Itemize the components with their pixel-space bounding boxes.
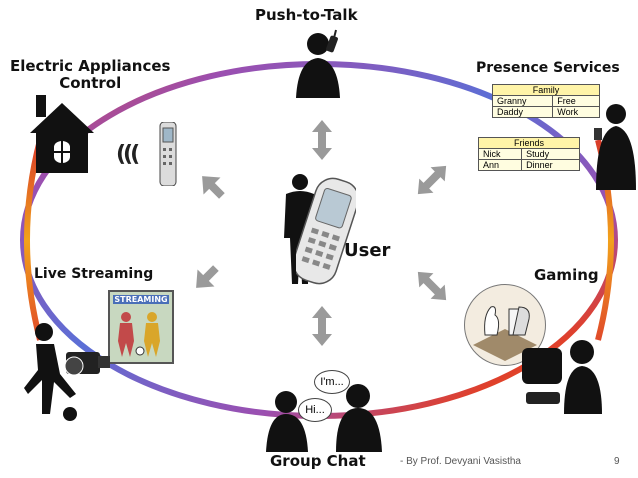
- chat-bubble-left: Hi...: [298, 398, 332, 422]
- arrow-downright-double: [410, 264, 454, 308]
- electric-appliances-label: Electric Appliances Control: [10, 58, 170, 92]
- chess-circle: [464, 284, 546, 366]
- page-number: 9: [614, 456, 620, 467]
- live-streaming-player-camera-icon: [24, 323, 110, 421]
- arrow-downleft: [187, 259, 225, 297]
- presence-woman-icon: [594, 104, 636, 190]
- arrow-down-double: [312, 306, 332, 346]
- push-to-talk-person-icon: [296, 29, 340, 98]
- user-phone-icon: [296, 177, 356, 285]
- arrow-upright-double: [410, 158, 454, 202]
- live-streaming-label: Live Streaming: [34, 266, 154, 282]
- friends-cell: Nick: [477, 148, 523, 160]
- friends-table: Friends Nick Study Ann Dinner: [477, 137, 580, 171]
- electric-appliances-line1: Electric Appliances: [10, 57, 171, 75]
- soccer-players-icon: [118, 312, 160, 357]
- remote-phone-icon: [159, 122, 177, 186]
- family-cell: Daddy: [491, 106, 554, 118]
- gamers-silhouette-icon: [522, 340, 602, 414]
- chat-bubble-right: I'm...: [314, 370, 350, 394]
- arrow-upleft: [193, 167, 231, 205]
- arrow-up-double: [312, 120, 332, 160]
- signal-waves-icon: (((: [116, 142, 140, 167]
- friends-cell: Dinner: [521, 159, 580, 171]
- family-cell: Work: [552, 106, 600, 118]
- user-label: User: [344, 240, 391, 261]
- push-to-talk-label: Push-to-Talk: [255, 6, 358, 24]
- family-table: Family Granny Free Daddy Work: [491, 84, 600, 118]
- chess-pieces-icon: [473, 306, 537, 361]
- group-chat-people-icon: [266, 384, 382, 452]
- streaming-screen: STREAMING: [108, 290, 174, 364]
- friends-cell: Ann: [477, 159, 523, 171]
- house-icon: [30, 95, 94, 173]
- electric-appliances-line2: Control: [59, 74, 122, 92]
- group-chat-label: Group Chat: [270, 452, 366, 470]
- streaming-sign: STREAMING: [113, 295, 169, 304]
- presence-services-label: Presence Services: [476, 60, 620, 76]
- footer-credit: - By Prof. Devyani Vasistha: [400, 456, 521, 467]
- gaming-label: Gaming: [534, 266, 599, 284]
